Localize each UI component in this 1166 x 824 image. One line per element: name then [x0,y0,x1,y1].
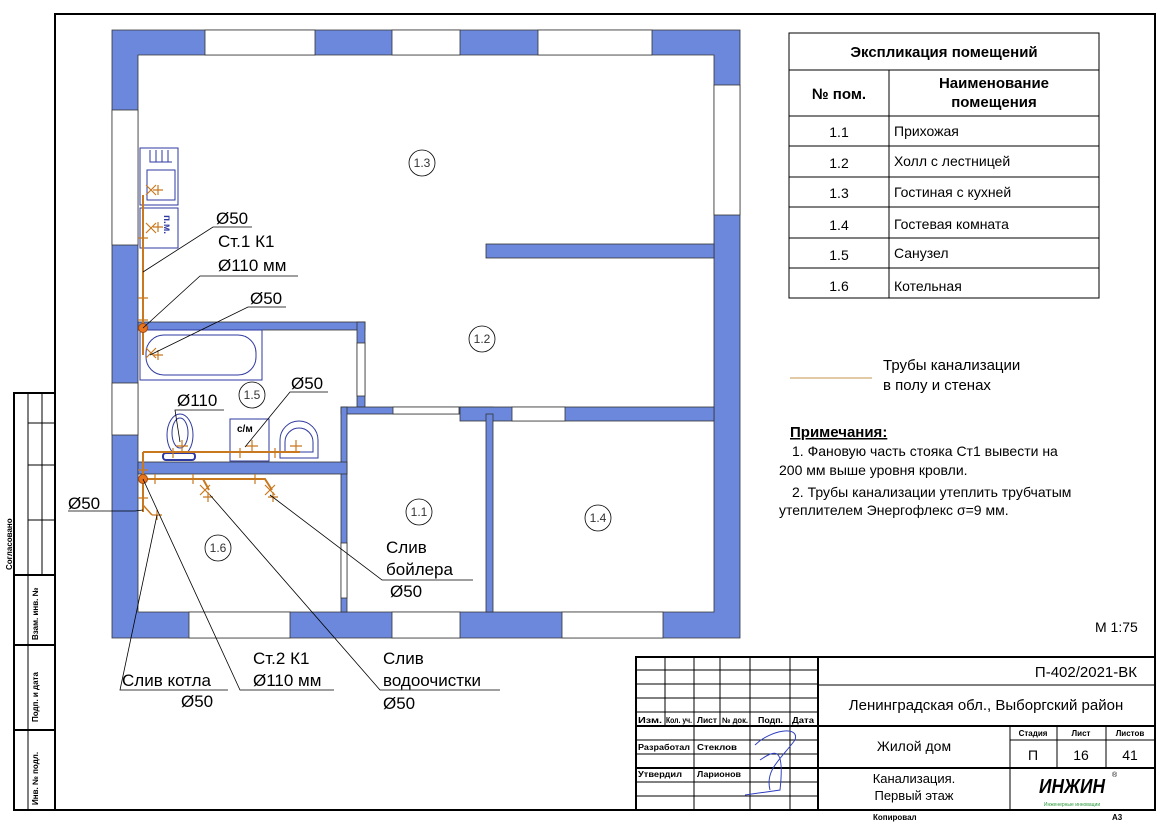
table-row: 1.1 Прихожая [829,123,959,140]
room-1-2: 1.2 [474,332,491,346]
label-kotel-1: Слив котла [122,671,211,690]
note-1a: 1. Фановую часть стояка Ст1 вывести на [792,443,1058,459]
registered-mark: ® [1112,771,1118,779]
label-left-d50: Ø50 [68,494,100,513]
row-num: 1.1 [829,124,849,140]
table-row: 1.4 Гостевая комната [829,216,1009,233]
address: Ленинградская обл., Выборгский район [849,697,1123,714]
row-name: Прихожая [894,123,959,139]
col-date: Дата [792,716,815,725]
company-logo: ИНЖИН [1039,776,1105,798]
row-name: Холл с лестницей [894,153,1010,169]
fixtures: п.м. с/м [139,147,319,462]
table-row: 1.2 Холл с лестницей [829,153,1010,171]
label-vodo-1: Слив [383,649,424,668]
label-toilet-d110: Ø110 [177,391,217,410]
row-num: 1.6 [829,278,849,294]
company-logo-sub: Инженерные инновации [1044,802,1100,808]
label-vodo-2: водоочистки [383,671,481,690]
developed-name: Стеклов [697,743,737,752]
table-row: 1.5 Санузел [829,245,948,263]
row-num: 1.4 [829,217,849,233]
col-sign: Подп. [758,716,783,725]
appliance-label: п.м. [161,215,172,234]
sheets-label: Листов [1116,729,1145,738]
label-sink-d50: Ø50 [291,374,323,393]
side-stamp-strip: Согласовано Взам. инв. № Подп. и дата Ин… [5,392,56,811]
dishwasher [139,207,179,249]
explication-title: Экспликация помещений [850,44,1037,61]
label-boiler-1: Слив [386,538,427,557]
sheet-label: Лист [1072,729,1091,738]
doc-code: П-402/2021-ВК [1035,664,1137,681]
row-name: Гостевая комната [894,216,1009,232]
room-1-1: 1.1 [411,505,428,519]
approved-label: Утвердил [638,770,682,779]
legend: Трубы канализации в полу и стенах [790,357,1020,394]
explication-table: Экспликация помещений № пом. Наименовани… [788,32,1100,299]
signature [744,730,796,796]
leader-lines [68,226,500,691]
stage-label: Стадия [1019,729,1048,738]
label-kotel-2: Ø50 [181,692,213,711]
sign-date-label: Подп. и дата [31,672,40,722]
label-st2-name: Ст.2 К1 [253,649,309,668]
stage-value: П [1028,747,1038,763]
note-2a: 2. Трубы канализации утеплить трубчатым [792,484,1071,500]
room-1-4: 1.4 [590,511,607,525]
table-row: 1.6 Котельная [829,278,962,294]
label-st1-name: Ст.1 К1 [218,232,274,251]
label-st1-d110: Ø110 мм [218,256,286,275]
label-st1-d50: Ø50 [216,209,248,228]
approved-name: Ларионов [697,770,741,779]
note-1b: 200 мм выше уровня кровли. [779,462,968,478]
room-1-6: 1.6 [210,541,227,555]
title-block: Изм. Кол. уч. Лист № док. Подп. Дата Раз… [635,656,1156,822]
agreed-label: Согласовано [5,518,14,570]
pipe-labels: Ø50 Ст.1 К1 Ø110 мм Ø50 Ø110 Ø50 Ø50 Сли… [68,209,481,713]
col-name-header-2: помещения [951,94,1037,111]
washer-label: с/м [237,424,253,435]
object-name: Жилой дом [877,738,951,754]
col-izm: Изм. [638,716,662,725]
room-markers: 1.3 1.2 1.5 1.6 1.1 1.4 [204,149,612,562]
row-num: 1.3 [829,185,849,201]
row-num: 1.5 [829,247,849,263]
scale-label: М 1:75 [1095,619,1138,635]
legend-line-1: Трубы канализации [883,357,1020,374]
legend-line-2: в полу и стенах [883,377,991,394]
notes: Примечания: 1. Фановую часть стояка Ст1 … [779,424,1071,518]
label-boiler-2: бойлера [386,560,454,579]
room-1-5: 1.5 [244,388,261,402]
col-name-header-1: Наименование [939,75,1049,92]
format-label: А3 [1112,813,1123,822]
label-boiler-3: Ø50 [390,582,422,601]
row-name: Гостиная с кухней [894,184,1011,200]
inv-swap-label: Взам. инв. № [31,587,40,640]
col-list: Лист [697,716,717,725]
table-row: 1.3 Гостиная с кухней [829,184,1011,201]
sheet-title-2: Первый этаж [874,788,953,803]
col-doc: № док. [722,716,748,725]
sheet-title-1: Канализация. [873,771,956,786]
inv-orig-label: Инв. № подл. [31,752,40,805]
sewer-pipes [138,184,302,520]
notes-title: Примечания: [790,424,887,441]
label-st2-d110: Ø110 мм [253,671,321,690]
row-num: 1.2 [829,155,849,171]
sheets-value: 41 [1122,747,1138,763]
room-1-3: 1.3 [414,156,431,170]
col-num-header: № пом. [812,86,866,103]
note-2b: утеплителем Энергофлекс σ=9 мм. [779,502,1009,518]
label-vodo-3: Ø50 [383,694,415,713]
row-name: Санузел [894,245,949,261]
sheet-value: 16 [1073,747,1089,763]
copied-label: Копировал [873,813,917,822]
row-name: Котельная [894,278,962,294]
developed-label: Разработал [638,743,690,752]
label-bath-d50: Ø50 [250,289,282,308]
col-kol-uch: Кол. уч. [666,716,692,725]
